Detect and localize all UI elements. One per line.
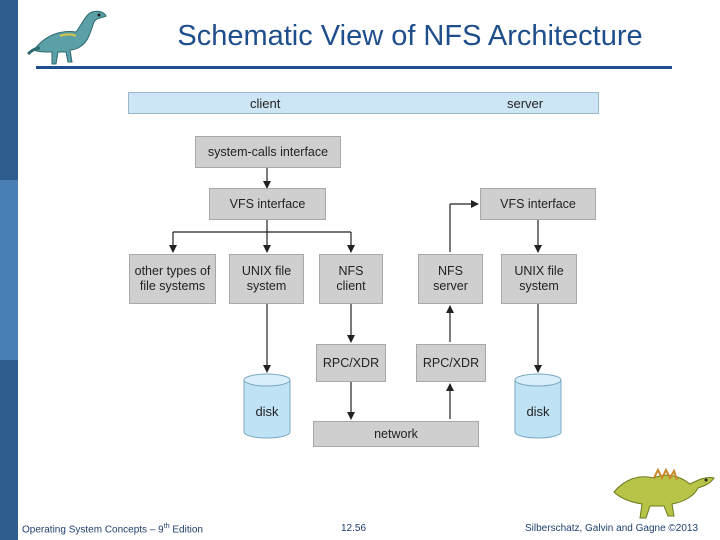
vfs-interface-client-box: VFS interface bbox=[209, 188, 326, 220]
sidebar-stripe bbox=[0, 0, 18, 540]
footer-book-title: Operating System Concepts – 9th Edition bbox=[22, 523, 203, 536]
disk-client-icon bbox=[243, 373, 291, 439]
disk-server-label: disk bbox=[526, 404, 550, 419]
client-label: client bbox=[250, 96, 281, 111]
sidebar-segment bbox=[0, 0, 18, 180]
slide-title: Schematic View of NFS Architecture bbox=[177, 20, 643, 52]
dinosaur-logo-icon bbox=[26, 10, 107, 65]
rpc-xdr-server-box: RPC/XDR bbox=[416, 344, 486, 382]
vfs-interface-server-box: VFS interface bbox=[480, 188, 596, 220]
dinosaur-footer-icon bbox=[613, 467, 715, 519]
server-label: server bbox=[507, 96, 544, 111]
client-server-band bbox=[128, 92, 599, 114]
disk-client-label: disk bbox=[255, 404, 279, 419]
unix-fs-server-box: UNIX file system bbox=[501, 254, 577, 304]
network-box: network bbox=[313, 421, 479, 447]
system-calls-interface-box: system-calls interface bbox=[195, 136, 341, 168]
unix-fs-client-box: UNIX file system bbox=[229, 254, 304, 304]
footer-copyright: Silberschatz, Galvin and Gagne ©2013 bbox=[525, 523, 699, 534]
rpc-xdr-client-box: RPC/XDR bbox=[316, 344, 386, 382]
other-file-systems-box: other types of file systems bbox=[129, 254, 216, 304]
sidebar-segment bbox=[0, 180, 18, 360]
nfs-client-box: NFS client bbox=[319, 254, 383, 304]
footer-page-number: 12.56 bbox=[341, 523, 367, 534]
nfs-server-box: NFS server bbox=[418, 254, 483, 304]
title-underline bbox=[36, 66, 672, 69]
sidebar-segment bbox=[0, 360, 18, 540]
disk-server-icon bbox=[514, 373, 562, 439]
